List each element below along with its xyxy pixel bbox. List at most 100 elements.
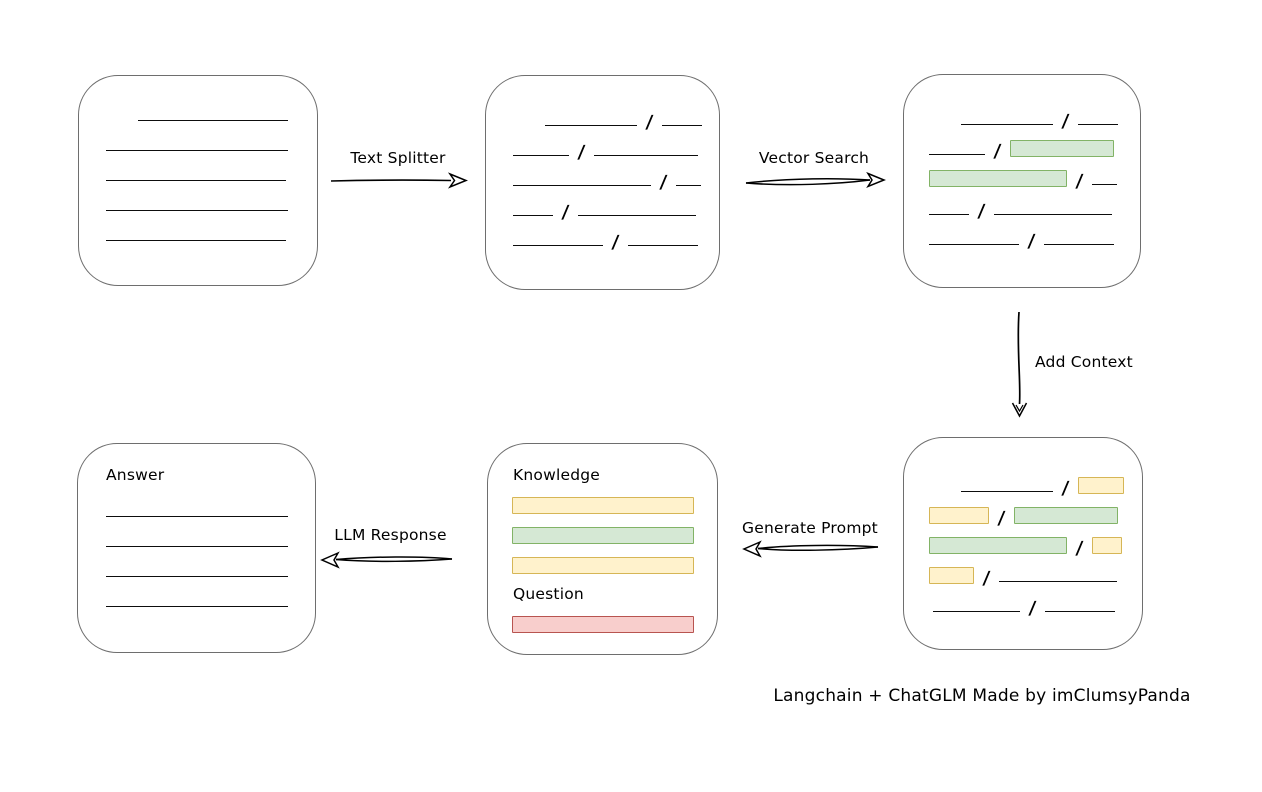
green-chunk (1013, 507, 1118, 524)
question-bars (512, 616, 694, 646)
split-chunk-lines: ///// (513, 98, 702, 253)
text-line (513, 215, 553, 216)
answer-label: Answer (106, 466, 165, 484)
text-line (106, 180, 286, 181)
chunk-row: / (513, 158, 702, 193)
green-chunk (929, 537, 1067, 554)
text-line (998, 581, 1117, 582)
yellow-bar (512, 557, 694, 574)
yellow-chunk (929, 507, 989, 524)
chunk-row: / (929, 127, 1118, 162)
source-document-box (78, 75, 318, 286)
text-line (1091, 184, 1117, 185)
chunk-row: / (929, 554, 1124, 589)
text-line (961, 124, 1053, 125)
slash-separator: / (981, 568, 991, 589)
slash-separator: / (996, 508, 1006, 529)
slash-separator: / (560, 202, 570, 223)
chunk-row: / (929, 524, 1124, 559)
text-line (961, 491, 1053, 492)
chunk-row (138, 93, 288, 123)
document-lines (106, 93, 288, 243)
yellow-chunk (1077, 477, 1124, 494)
text-line (929, 214, 969, 215)
chunk-row: / (961, 97, 1118, 132)
chunk-row: / (513, 218, 702, 253)
chunk-row: / (545, 98, 702, 133)
chunk-row: / (513, 128, 702, 163)
llm-response-label: LLM Response (334, 526, 447, 544)
text-line (513, 185, 651, 186)
text-line (929, 244, 1019, 245)
slash-separator: / (976, 201, 986, 222)
yellow-chunk (929, 567, 974, 584)
question-label: Question (513, 585, 584, 603)
text-line (577, 215, 696, 216)
answer-box: Answer (77, 443, 316, 653)
chunk-row (106, 153, 288, 183)
text-line (675, 185, 701, 186)
chunk-row: / (929, 157, 1118, 192)
text-line (138, 120, 288, 121)
add-context-label: Add Context (1035, 353, 1133, 371)
context-chunk-lines: ///// (929, 464, 1124, 619)
slash-separator: / (1026, 231, 1036, 252)
text-line (106, 576, 288, 577)
prompt-box: Knowledge Question (487, 443, 718, 655)
text-line (513, 245, 603, 246)
text-line (1043, 244, 1114, 245)
chunk-row (106, 489, 288, 519)
chunk-row (106, 213, 288, 243)
slash-separator: / (658, 172, 668, 193)
text-line (513, 155, 569, 156)
chunk-row: / (929, 187, 1118, 222)
slash-separator: / (992, 141, 1002, 162)
generate-prompt-arrow (742, 540, 879, 558)
text-line (545, 125, 637, 126)
text-line (593, 155, 698, 156)
text-line (929, 154, 985, 155)
chunk-row (106, 519, 288, 549)
text-line (106, 516, 288, 517)
knowledge-bars (512, 497, 694, 587)
answer-lines (106, 489, 288, 609)
chunk-row: / (933, 584, 1124, 619)
vector-match-lines: / / / / / (929, 97, 1118, 252)
text-line (1077, 124, 1118, 125)
text-line (1044, 611, 1115, 612)
split-chunks-box: ///// (485, 75, 720, 290)
green-chunk (1009, 140, 1114, 157)
slash-separator: / (1060, 478, 1070, 499)
green-chunk (929, 170, 1067, 187)
yellow-chunk (1091, 537, 1122, 554)
diagram-caption: Langchain + ChatGLM Made by imClumsyPand… (773, 686, 1191, 706)
llm-response-arrow (320, 551, 453, 569)
green-bar (512, 527, 694, 544)
slash-separator: / (1060, 111, 1070, 132)
chunk-row: / (929, 494, 1124, 529)
chunk-row (106, 579, 288, 609)
slash-separator: / (644, 112, 654, 133)
vector-matches-box: / / / / / (903, 74, 1141, 288)
slash-separator: / (1074, 171, 1084, 192)
context-chunks-box: ///// (903, 437, 1143, 650)
chunk-row (106, 123, 288, 153)
chunk-row (106, 183, 288, 213)
generate-prompt-label: Generate Prompt (742, 519, 878, 537)
yellow-bar (512, 497, 694, 514)
knowledge-label: Knowledge (513, 466, 601, 484)
text-line (106, 606, 288, 607)
text-line (106, 150, 288, 151)
text-line (106, 210, 288, 211)
chunk-row: / (929, 217, 1118, 252)
text-line (933, 611, 1020, 612)
chunk-row (106, 549, 288, 579)
text-line (106, 240, 286, 241)
text-line (993, 214, 1112, 215)
text-splitter-arrow (330, 172, 468, 189)
text-line (627, 245, 698, 246)
text-line (106, 546, 288, 547)
red-bar (512, 616, 694, 633)
text-splitter-label: Text Splitter (350, 149, 446, 167)
vector-search-label: Vector Search (758, 149, 870, 167)
